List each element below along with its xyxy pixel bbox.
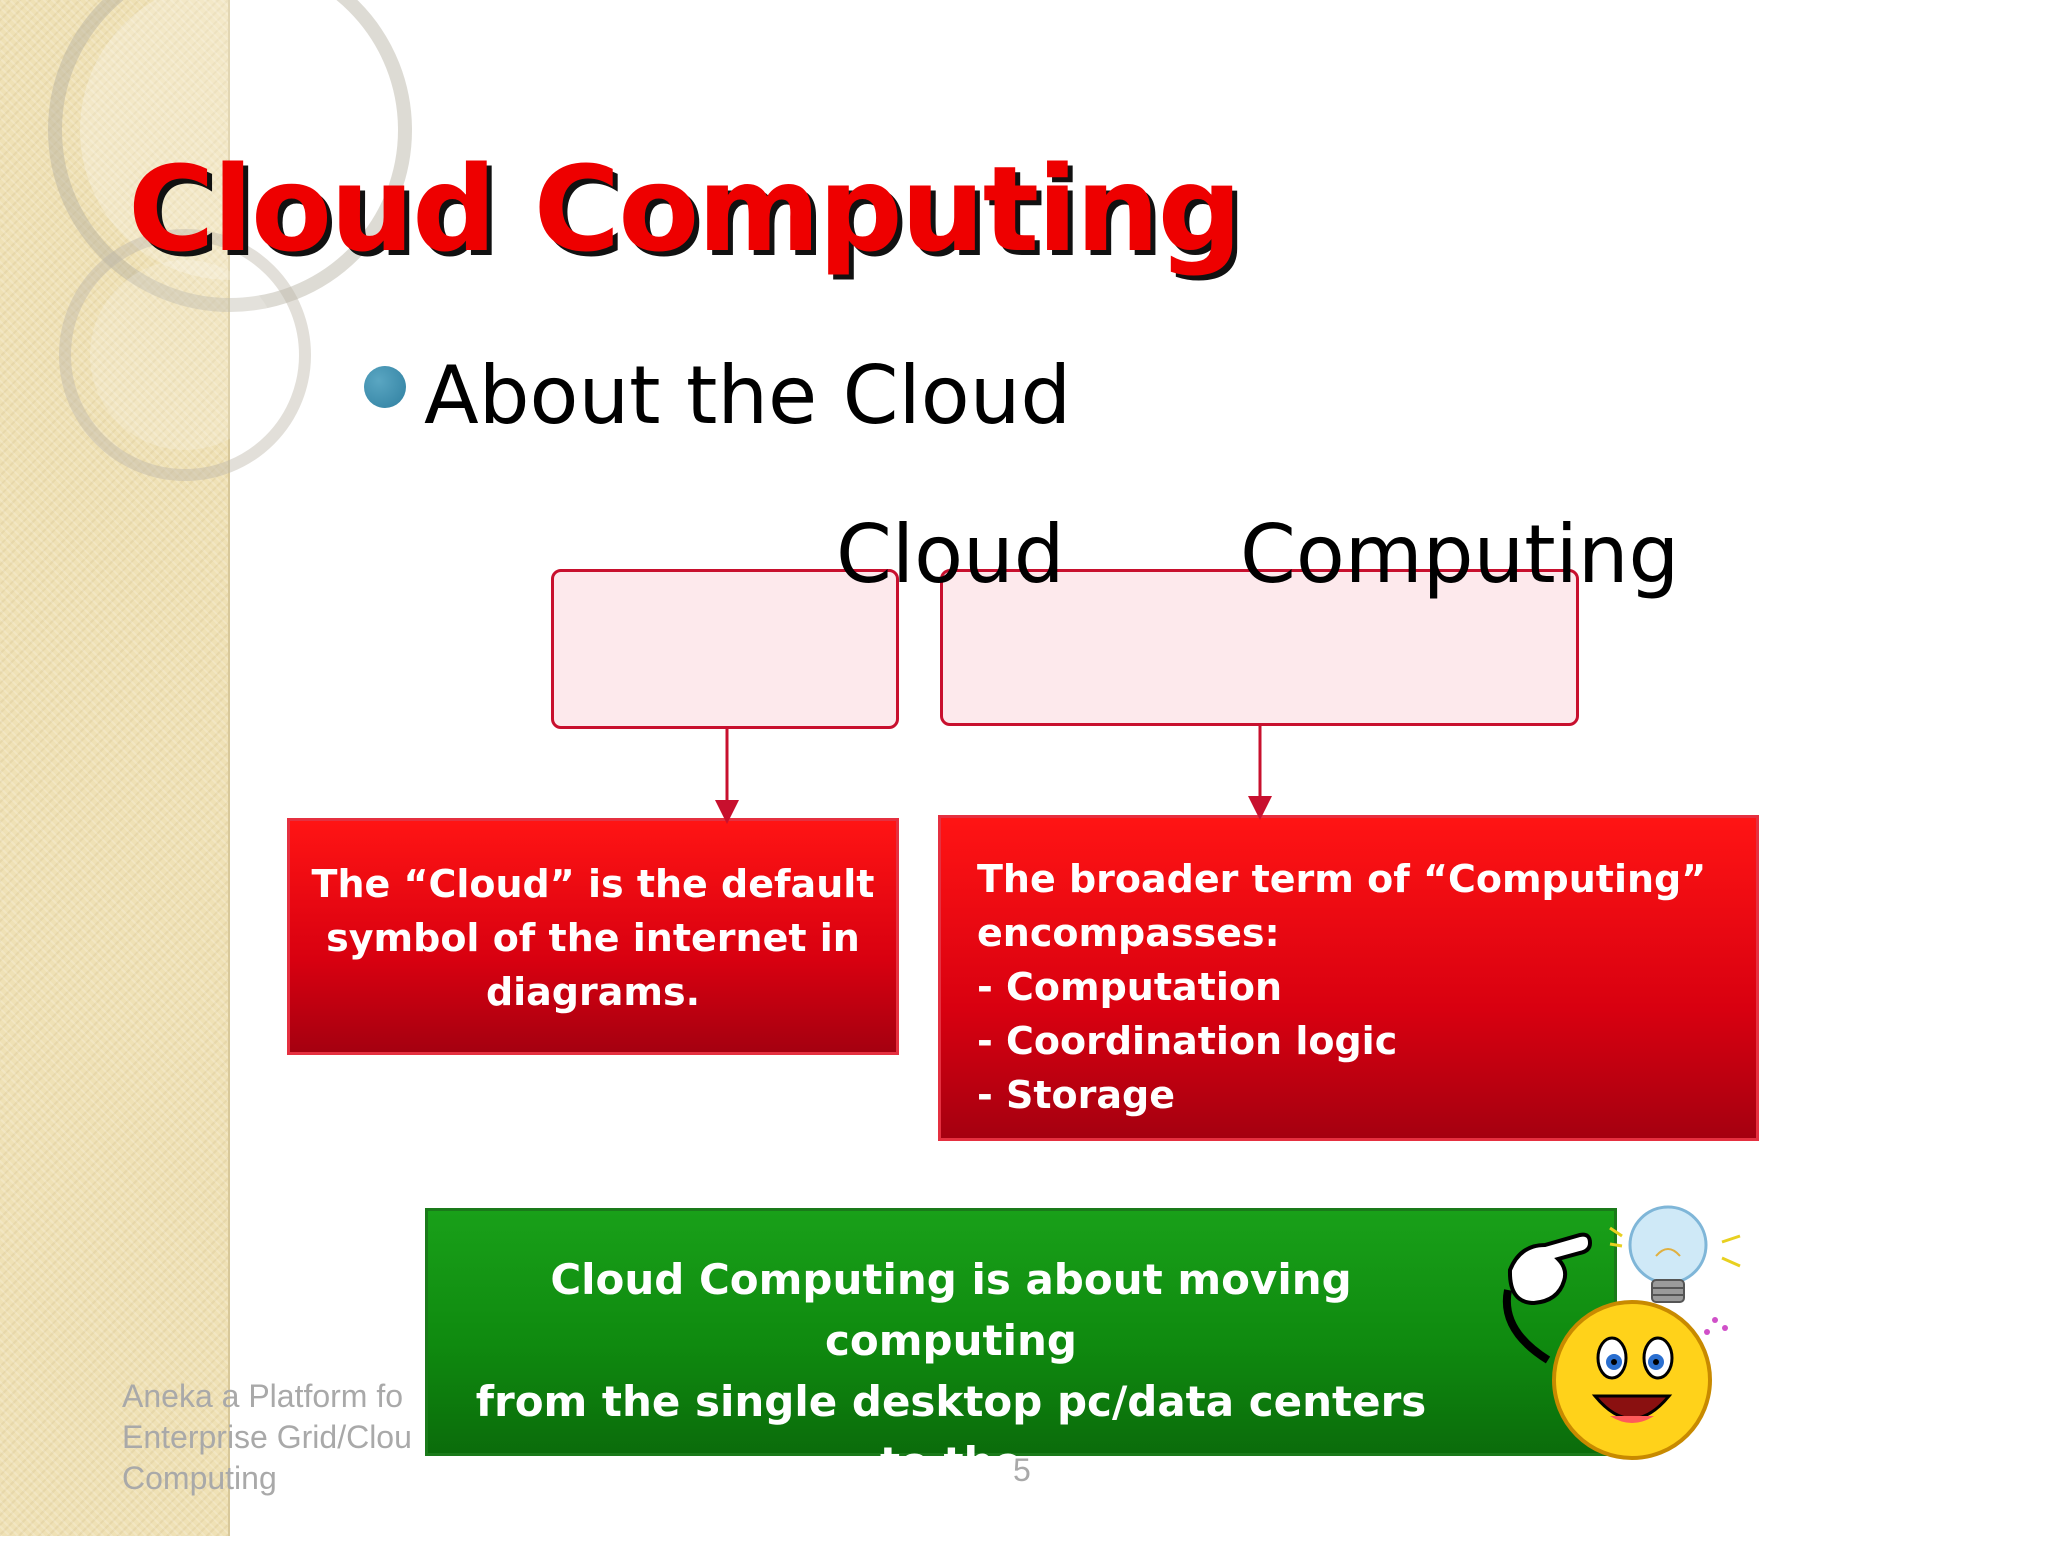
summary-line-2: from the single desktop pc/data centers … xyxy=(475,1377,1427,1487)
page-number: 5 xyxy=(1013,1452,1031,1488)
computing-line-1: The broader term of “Computing” xyxy=(977,857,1707,901)
cloud-outline-box xyxy=(551,569,899,729)
sidebar-decoration xyxy=(0,0,230,1536)
cloud-line-1: The “Cloud” is the default xyxy=(311,862,875,906)
word-cloud: Cloud xyxy=(836,508,1065,601)
bullet-text: About the Cloud xyxy=(424,349,1072,442)
bullet-dot-icon xyxy=(364,366,406,408)
computing-line-4: - Coordination logic xyxy=(977,1019,1398,1063)
slide-title: Cloud Computing xyxy=(128,140,1242,278)
bullet-item: About the Cloud xyxy=(364,346,1071,446)
summary-line-1: Cloud Computing is about moving computin… xyxy=(550,1255,1352,1365)
decorative-rings xyxy=(48,0,412,481)
footer-line-2: Enterprise Grid/Clou xyxy=(122,1419,412,1455)
summary-box: Cloud Computing is about moving computin… xyxy=(425,1208,1617,1548)
cloud-definition-box: The “Cloud” is the default symbol of the… xyxy=(287,818,899,1055)
cloud-line-3: diagrams. xyxy=(485,970,701,1014)
computing-line-5: - Storage xyxy=(977,1073,1175,1117)
cloud-line-2: symbol of the internet in xyxy=(326,916,860,960)
computing-definition-box: The broader term of “Computing” encompas… xyxy=(938,815,1759,1141)
computing-line-3: - Computation xyxy=(977,965,1283,1009)
footer-presentation-title: Aneka a Platform fo Enterprise Grid/Clou… xyxy=(122,1376,432,1499)
word-computing: Computing xyxy=(1240,508,1680,601)
computing-line-2: encompasses: xyxy=(977,911,1280,955)
computing-outline-box xyxy=(940,569,1579,726)
smiley-lightbulb-icon xyxy=(1502,1205,1741,1460)
footer-line-3: Computing xyxy=(122,1460,277,1496)
footer-line-1: Aneka a Platform fo xyxy=(122,1378,404,1414)
